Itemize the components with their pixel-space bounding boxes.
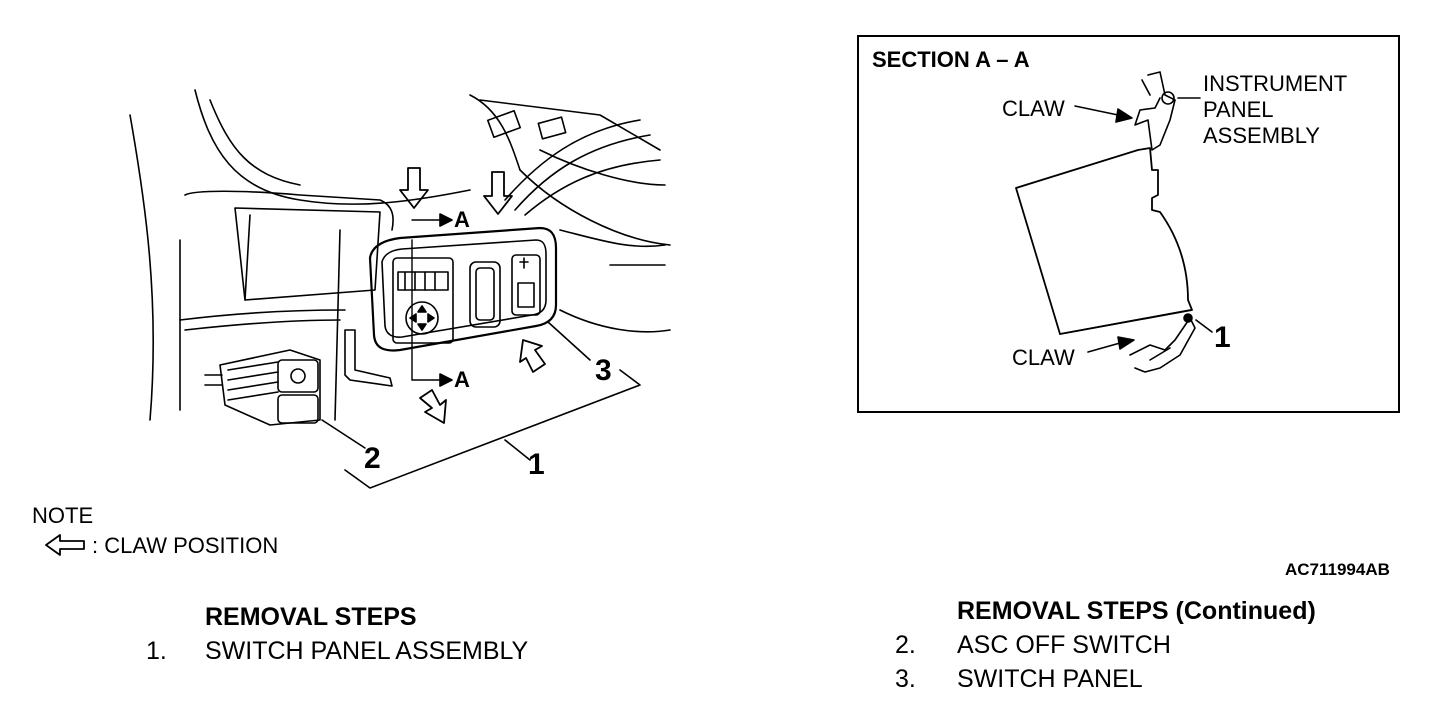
- note-heading: NOTE: [32, 503, 94, 528]
- removal-steps-continued-heading: REMOVAL STEPS (Continued): [957, 597, 1316, 625]
- section-marker-bottom: A: [454, 367, 470, 392]
- removal-step-2-num: 2.: [895, 631, 916, 659]
- section-view-frame: [857, 35, 1400, 413]
- removal-step-1-num: 1.: [146, 637, 167, 665]
- section-callout-1: 1: [1214, 321, 1231, 354]
- section-marker-top: A: [454, 207, 470, 232]
- section-title: SECTION A – A: [872, 47, 1030, 72]
- callout-2: 2: [364, 442, 381, 475]
- note-legend-text: : CLAW POSITION: [92, 533, 279, 558]
- claw-top-label: CLAW: [1002, 96, 1065, 121]
- panel-label-line-3: ASSEMBLY: [1203, 123, 1320, 148]
- removal-step-3-num: 3.: [895, 665, 916, 693]
- panel-label-line-2: PANEL: [1203, 97, 1274, 122]
- removal-step-3-label: SWITCH PANEL: [957, 665, 1143, 693]
- figure-code: AC711994AB: [1285, 560, 1390, 579]
- removal-steps-heading: REMOVAL STEPS: [205, 603, 417, 631]
- hollow-left-arrow-icon: [45, 534, 85, 556]
- callout-3: 3: [595, 354, 612, 387]
- panel-label-line-1: INSTRUMENT: [1203, 71, 1348, 96]
- claw-bottom-label: CLAW: [1012, 345, 1075, 370]
- removal-step-1-label: SWITCH PANEL ASSEMBLY: [205, 637, 529, 665]
- callout-1: 1: [528, 448, 545, 481]
- removal-step-2-label: ASC OFF SWITCH: [957, 631, 1171, 659]
